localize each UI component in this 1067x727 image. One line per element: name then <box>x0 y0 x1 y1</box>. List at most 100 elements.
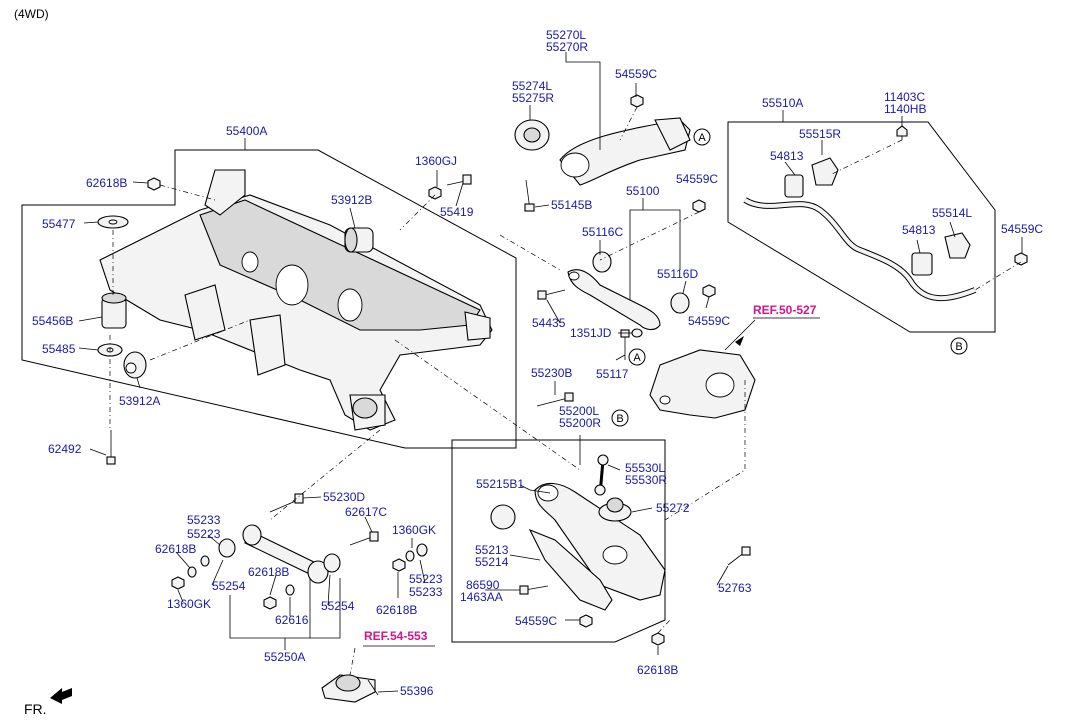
label-54559c-arm[interactable]: 54559C <box>688 314 730 328</box>
bushing-55274[interactable] <box>514 119 550 151</box>
label-1140hb[interactable]: 1140HB <box>884 102 926 116</box>
label-52763[interactable]: 52763 <box>718 581 752 595</box>
washer-55233-l[interactable] <box>200 555 210 567</box>
label-55272[interactable]: 55272 <box>656 501 690 515</box>
label-55400a[interactable]: 55400A <box>226 124 267 138</box>
bolt-11403c[interactable] <box>896 125 908 140</box>
label-55530l[interactable]: 55530L <box>625 461 665 475</box>
bushing-55254-l[interactable] <box>218 538 236 558</box>
bolt-62492[interactable] <box>106 430 116 465</box>
shock-mount-ref-54-553[interactable] <box>321 674 376 703</box>
label-1360gk-bot[interactable]: 1360GK <box>167 597 211 611</box>
washer-62616[interactable] <box>285 584 295 596</box>
label-ref-50-527[interactable]: REF.50-527 <box>753 303 817 317</box>
label-55117[interactable]: 55117 <box>596 367 629 381</box>
bolt-55117[interactable] <box>620 329 630 360</box>
label-ref-54-553[interactable]: REF.54-553 <box>364 629 428 643</box>
label-55485[interactable]: 55485 <box>42 342 76 356</box>
bracket-55515r[interactable] <box>811 157 839 186</box>
label-62617c[interactable]: 62617C <box>345 505 387 519</box>
bracket-55514l[interactable] <box>944 232 971 259</box>
bushing-54813-b[interactable] <box>911 252 933 276</box>
label-1463aa[interactable]: 1463AA <box>460 590 503 604</box>
label-55530r[interactable]: 55530R <box>625 473 667 487</box>
bushing-55116d[interactable] <box>670 292 690 314</box>
washer-55223-r[interactable] <box>405 550 415 562</box>
washer-55223-l[interactable] <box>187 566 197 578</box>
nut-54559c-bot[interactable] <box>579 614 593 628</box>
nut-62618b-mid[interactable] <box>263 596 277 610</box>
label-55145b[interactable]: 55145B <box>551 198 592 212</box>
trailing-arm-55270[interactable] <box>559 117 691 186</box>
label-55215b1[interactable]: 55215B1 <box>476 477 524 491</box>
nut-62618b-bot[interactable] <box>651 632 665 646</box>
label-62618b-r[interactable]: 62618B <box>376 603 417 617</box>
label-55275r[interactable]: 55275R <box>512 91 554 105</box>
nut-54559c-arm[interactable] <box>702 284 716 298</box>
bushing-55116c[interactable] <box>592 251 612 273</box>
upper-arm-55100[interactable] <box>567 269 661 331</box>
label-55233-r[interactable]: 55233 <box>409 585 443 599</box>
rear-knuckle[interactable] <box>649 349 756 419</box>
bolt-55145b[interactable] <box>524 179 535 212</box>
label-86590[interactable]: 86590 <box>466 578 500 592</box>
label-1351jd[interactable]: 1351JD <box>570 326 612 340</box>
nut-54559c-right[interactable] <box>1014 252 1028 266</box>
label-62618b-mid[interactable]: 62618B <box>248 565 289 579</box>
label-54559c-bot[interactable]: 54559C <box>515 614 557 628</box>
nut-1360gj[interactable] <box>428 186 442 200</box>
bolt-55396[interactable] <box>367 679 379 696</box>
label-55456b[interactable]: 55456B <box>32 314 73 328</box>
bolt-54435[interactable] <box>537 289 566 300</box>
label-62618b-bot[interactable]: 62618B <box>637 663 678 677</box>
label-55270l[interactable]: 55270L <box>546 28 586 42</box>
label-55254-l[interactable]: 55254 <box>212 579 246 593</box>
stabilizer-bar-55510a[interactable] <box>743 197 977 302</box>
bolt-55230b[interactable] <box>536 392 574 407</box>
bushing-53912b[interactable] <box>344 227 374 253</box>
washer-55233-r[interactable] <box>416 543 428 557</box>
bolt-62617c[interactable] <box>349 531 379 546</box>
label-62618b-l[interactable]: 62618B <box>155 542 196 556</box>
label-55223-l[interactable]: 55223 <box>187 527 221 541</box>
nut-54559c-mid[interactable] <box>692 199 706 213</box>
bushing-55254-r[interactable] <box>323 553 341 573</box>
label-55233-l[interactable]: 55233 <box>187 513 221 527</box>
label-55514l[interactable]: 55514L <box>932 206 972 220</box>
label-62616[interactable]: 62616 <box>275 613 309 627</box>
label-55100[interactable]: 55100 <box>626 184 660 198</box>
label-55515r[interactable]: 55515R <box>799 127 841 141</box>
bushing-53912a[interactable] <box>123 351 147 379</box>
label-1360gj[interactable]: 1360GJ <box>415 154 457 168</box>
label-54559c-mid[interactable]: 54559C <box>676 172 718 186</box>
rear-crossmember[interactable] <box>99 169 493 431</box>
label-55116d[interactable]: 55116D <box>657 267 698 281</box>
label-54559c-right[interactable]: 54559C <box>1001 222 1043 236</box>
spring-seat-55272[interactable] <box>598 497 632 522</box>
dust-cover-55213[interactable] <box>528 528 613 611</box>
label-54435[interactable]: 54435 <box>532 316 566 330</box>
label-55254-r[interactable]: 55254 <box>321 599 355 613</box>
label-53912b[interactable]: 53912B <box>331 193 372 207</box>
label-11403c[interactable]: 11403C <box>884 90 925 104</box>
label-62618b-top[interactable]: 62618B <box>86 176 127 190</box>
label-55213[interactable]: 55213 <box>475 543 509 557</box>
label-55214[interactable]: 55214 <box>475 555 509 569</box>
label-55200r[interactable]: 55200R <box>559 416 601 430</box>
label-55270r[interactable]: 55270R <box>546 40 588 54</box>
label-54813-a[interactable]: 54813 <box>770 149 804 163</box>
label-54559c-top[interactable]: 54559C <box>615 67 657 81</box>
label-55477[interactable]: 55477 <box>42 217 76 231</box>
washer-1351jd[interactable] <box>631 328 643 338</box>
bolt-55419[interactable] <box>446 174 472 186</box>
bushing-54813-a[interactable] <box>784 174 804 198</box>
bushing-55456b[interactable] <box>101 292 127 329</box>
label-55419[interactable]: 55419 <box>440 205 474 219</box>
stabilizer-link-55530[interactable] <box>594 454 609 496</box>
bolt-52763[interactable] <box>727 546 751 566</box>
bolt-86590[interactable] <box>519 585 549 595</box>
bushing-55215b1[interactable] <box>490 504 516 530</box>
nut-54559c-top[interactable] <box>630 94 644 108</box>
label-1360gk-top[interactable]: 1360GK <box>392 523 436 537</box>
label-55223-r[interactable]: 55223 <box>409 572 443 586</box>
